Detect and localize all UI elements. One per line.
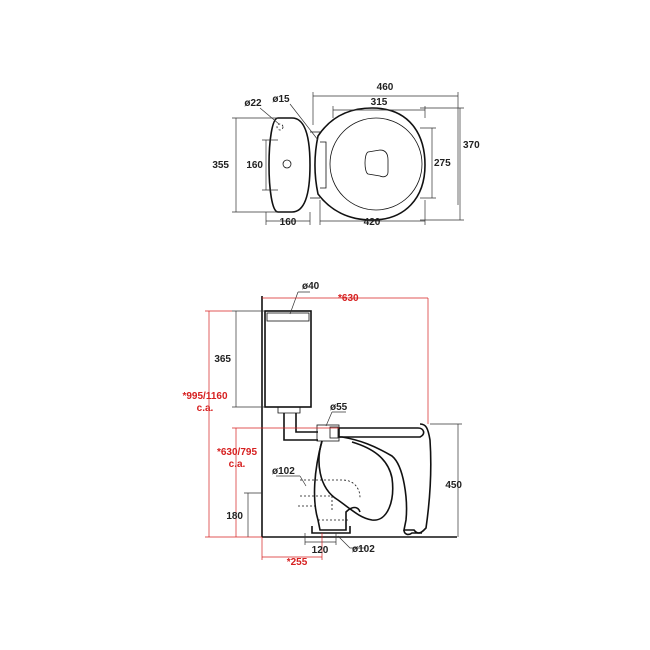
side-view: ø40 *630 365 *995/1160 c.a. ø55 *630/795… — [182, 281, 462, 568]
label-630-795-ca: c.a. — [229, 459, 246, 470]
dim-630-795-line — [232, 427, 339, 537]
bowl-foot — [311, 526, 351, 534]
label-ø40: ø40 — [302, 281, 320, 292]
label-315: 315 — [371, 97, 388, 108]
dim-255-line — [261, 533, 323, 560]
label-365: 365 — [214, 354, 231, 365]
bowl-plan-inner — [329, 117, 423, 211]
dim-ø22-line — [259, 107, 280, 125]
bowl-side-outer — [339, 423, 432, 534]
bowl-side-inner — [318, 440, 394, 521]
dim-ø40-line — [289, 291, 310, 315]
dim-160-v-line — [262, 139, 278, 191]
label-ø55: ø55 — [330, 402, 348, 413]
seat-side — [338, 427, 425, 438]
seat-hinge-plan — [320, 141, 327, 189]
label-630-top: *630 — [338, 293, 359, 304]
dim-160-h-line — [265, 212, 311, 225]
dim-355-line — [232, 117, 278, 213]
top-view: 460 315 ø15 ø22 355 160 160 420 275 370 — [212, 82, 480, 228]
label-450: 450 — [445, 480, 462, 491]
cistern-plan-outline — [268, 117, 311, 213]
dim-460-line — [312, 92, 459, 205]
cistern-side — [264, 310, 312, 408]
label-ø22: ø22 — [244, 98, 262, 109]
cistern-foot-side — [277, 407, 301, 414]
label-370: 370 — [463, 140, 480, 151]
bowl-trap — [313, 440, 361, 531]
label-355: 355 — [212, 160, 229, 171]
dim-370-line — [420, 107, 464, 221]
label-ø102-b: ø102 — [352, 544, 375, 555]
bowl-plan-outer — [314, 107, 426, 221]
drain-plan — [364, 149, 389, 178]
inlet-hole-plan — [276, 123, 284, 131]
dim-365-line — [232, 310, 265, 408]
label-ø15: ø15 — [272, 94, 290, 105]
label-995-1160: *995/1160 — [182, 391, 227, 402]
dim-630-top-line — [262, 297, 429, 424]
label-420: 420 — [364, 217, 381, 228]
flush-pipe — [283, 413, 318, 441]
cistern-lid-side — [266, 312, 310, 322]
label-160-v: 160 — [246, 160, 263, 171]
outlet-hidden-b — [300, 495, 333, 512]
dim-ø15-line — [289, 103, 319, 141]
dim-ø102-b-line — [337, 535, 366, 549]
label-255: *255 — [287, 557, 308, 568]
dim-ø102-a-line — [276, 475, 307, 487]
label-275: 275 — [434, 158, 451, 169]
label-120: 120 — [312, 545, 329, 556]
dim-ø55-line — [325, 411, 346, 427]
dim-450-line — [430, 423, 462, 537]
dim-180-line — [244, 492, 262, 537]
label-630-795: *630/795 — [217, 447, 257, 458]
label-160-h: 160 — [280, 217, 297, 228]
label-ø102-a: ø102 — [272, 466, 295, 477]
dim-420-line — [319, 200, 426, 225]
outlet-hidden-a — [300, 479, 361, 499]
label-180: 180 — [226, 511, 243, 522]
label-460: 460 — [377, 82, 394, 93]
flush-button-plan — [282, 159, 292, 169]
dim-275-line — [420, 127, 436, 199]
label-995-ca: c.a. — [197, 403, 214, 414]
dim-120-line — [304, 533, 337, 545]
dim-995-line — [205, 310, 262, 538]
bowl-front-foot — [403, 529, 422, 536]
flush-inlet-inner — [329, 426, 339, 439]
